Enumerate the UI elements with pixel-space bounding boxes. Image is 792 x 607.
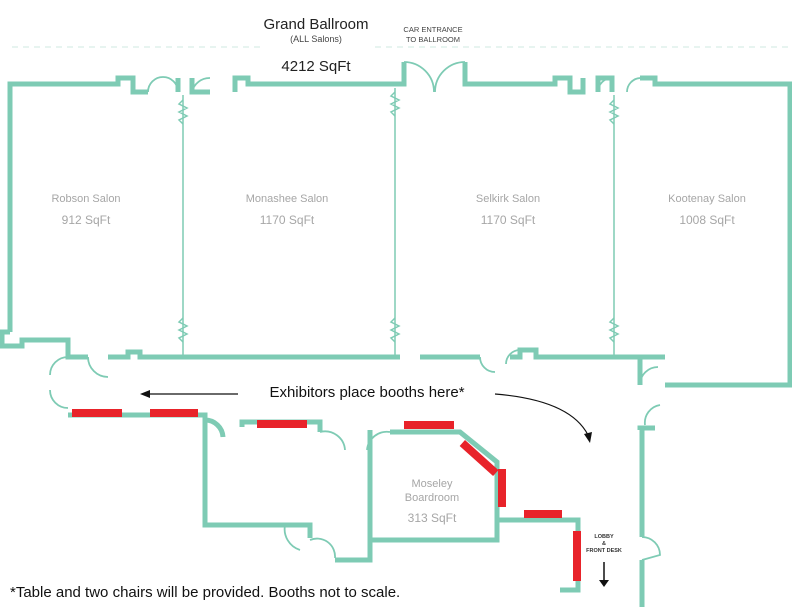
booth: [72, 409, 122, 417]
ballroom-subtitle: (ALL Salons): [290, 34, 342, 44]
room-name: Robson Salon: [51, 193, 121, 205]
room-name: Kootenay Salon: [668, 193, 746, 205]
footnote: *Table and two chairs will be provided. …: [10, 584, 401, 601]
room-area: 313 SqFt: [407, 511, 457, 525]
arrow-icon: [140, 390, 609, 587]
ballroom-title: Grand Ballroom: [263, 16, 369, 33]
ballroom-outer-wall: [7, 62, 792, 388]
accordion-icon: [177, 91, 620, 343]
lobby-wall: [637, 425, 655, 607]
exhibitors-label: Exhibitors place booths here*: [269, 384, 465, 401]
booth: [404, 421, 454, 429]
lobby-label: LOBBY & FRONT DESK: [586, 534, 622, 554]
ballroom-area: 4212 SqFt: [281, 58, 351, 75]
door-arc: [49, 349, 659, 409]
room-area: 1008 SqFt: [679, 213, 735, 227]
booth: [524, 510, 562, 518]
booth: [498, 469, 506, 507]
room-area: 1170 SqFt: [480, 213, 536, 227]
room-name: Moseley Boardroom: [404, 478, 460, 504]
booths: [72, 409, 581, 581]
booth: [150, 409, 198, 417]
door-arc: [283, 430, 391, 559]
booth: [459, 440, 499, 477]
salon-bottom-wall: [0, 329, 665, 385]
door-arc: [641, 404, 661, 561]
room-name: Monashee Salon: [245, 193, 329, 205]
booth: [573, 531, 581, 581]
door-arc: [147, 61, 641, 93]
car-entrance-label: CAR ENTRANCE TO BALLROOM: [403, 25, 463, 44]
room-name: Selkirk Salon: [475, 193, 541, 205]
room-area: 1170 SqFt: [259, 213, 315, 227]
room-area: 912 SqFt: [61, 213, 111, 227]
booth: [257, 420, 307, 428]
